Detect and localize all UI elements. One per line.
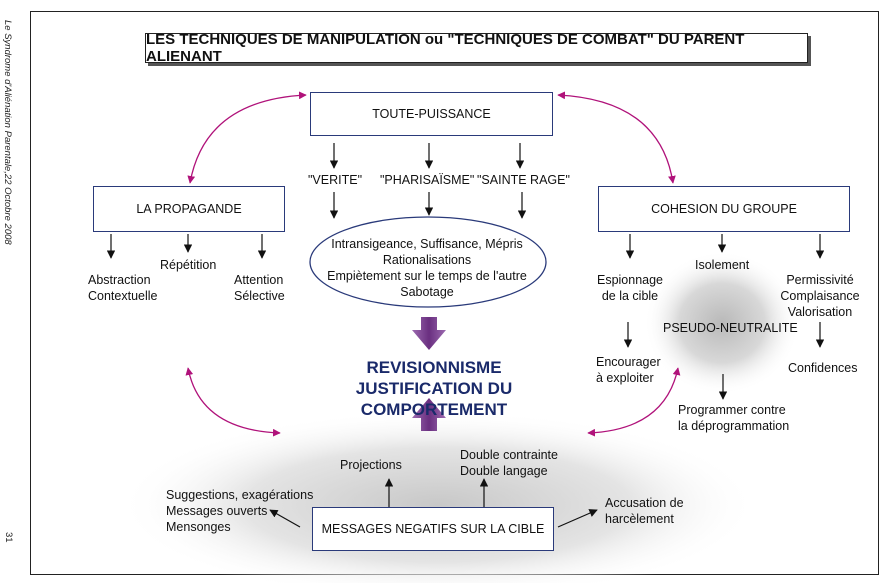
pseudo-shadow [644,251,800,395]
curve-toute-cohesion [557,91,676,184]
arrow-msg-accusation [557,509,598,528]
ellipse-line: Sabotage [400,285,454,299]
label-permissivite: Permissivité Complaisance Valorisation [780,273,860,319]
label-repetition: Répétition [160,258,217,272]
label-projections: Projections [340,458,402,472]
ellipse-line: Empiètement sur le temps de l'autre [327,269,527,283]
curve-toute-propagande [187,91,307,184]
label-pharisaisme: "PHARISAÏSME" [380,173,475,187]
big-arrow-down [412,317,446,350]
label-double: Double contrainte Double langage [460,448,558,478]
revisionnisme: REVISIONNISME [366,358,502,377]
label-isolement: Isolement [695,258,750,272]
ellipse-line: Rationalisations [382,253,472,267]
label-programmer: Programmer contre la déprogrammation [678,403,790,433]
node-messages: MESSAGES NEGATIFS SUR LA CIBLE [312,507,554,551]
label-espionnage: Espionnage de la cible [596,273,664,303]
label-suggestions: Suggestions, exagérations Messages ouver… [166,488,314,534]
label-encourager: Encourager à exploiter [596,355,661,385]
diagram-title: LES TECHNIQUES DE MANIPULATION ou "TECHN… [145,31,808,65]
tactics-ellipse [309,216,547,308]
center-text: REVISIONNISME JUSTIFICATION DU COMPORTEM… [300,357,568,420]
label-abstraction: Abstraction Contextuelle [88,273,158,303]
label-accusation: Accusation de harcèlement [605,496,684,526]
label-sainte-rage: "SAINTE RAGE" [477,173,570,187]
label-pseudo-neutralite: PSEUDO-NEUTRALITE [663,321,798,335]
label-attention: Attention Sélective [234,273,285,303]
ellipse-text: Intransigeance, Suffisance, Mépris Ratio… [316,236,538,300]
curve-right-bottom [587,367,681,437]
bottom-shadow [118,410,758,583]
big-arrow-up [412,398,446,431]
node-cohesion: COHESION DU GROUPE [598,186,850,232]
node-propagande: LA PROPAGANDE [93,186,285,232]
curve-left-bottom [185,367,281,437]
label-verite: "VERITE" [308,173,363,187]
node-toute-puissance: TOUTE-PUISSANCE [310,92,553,136]
arrow-msg-suggestions [269,509,301,528]
ellipse-line: Intransigeance, Suffisance, Mépris [331,237,523,251]
label-confidences: Confidences [788,361,858,375]
justification: JUSTIFICATION DU COMPORTEMENT [355,379,513,419]
